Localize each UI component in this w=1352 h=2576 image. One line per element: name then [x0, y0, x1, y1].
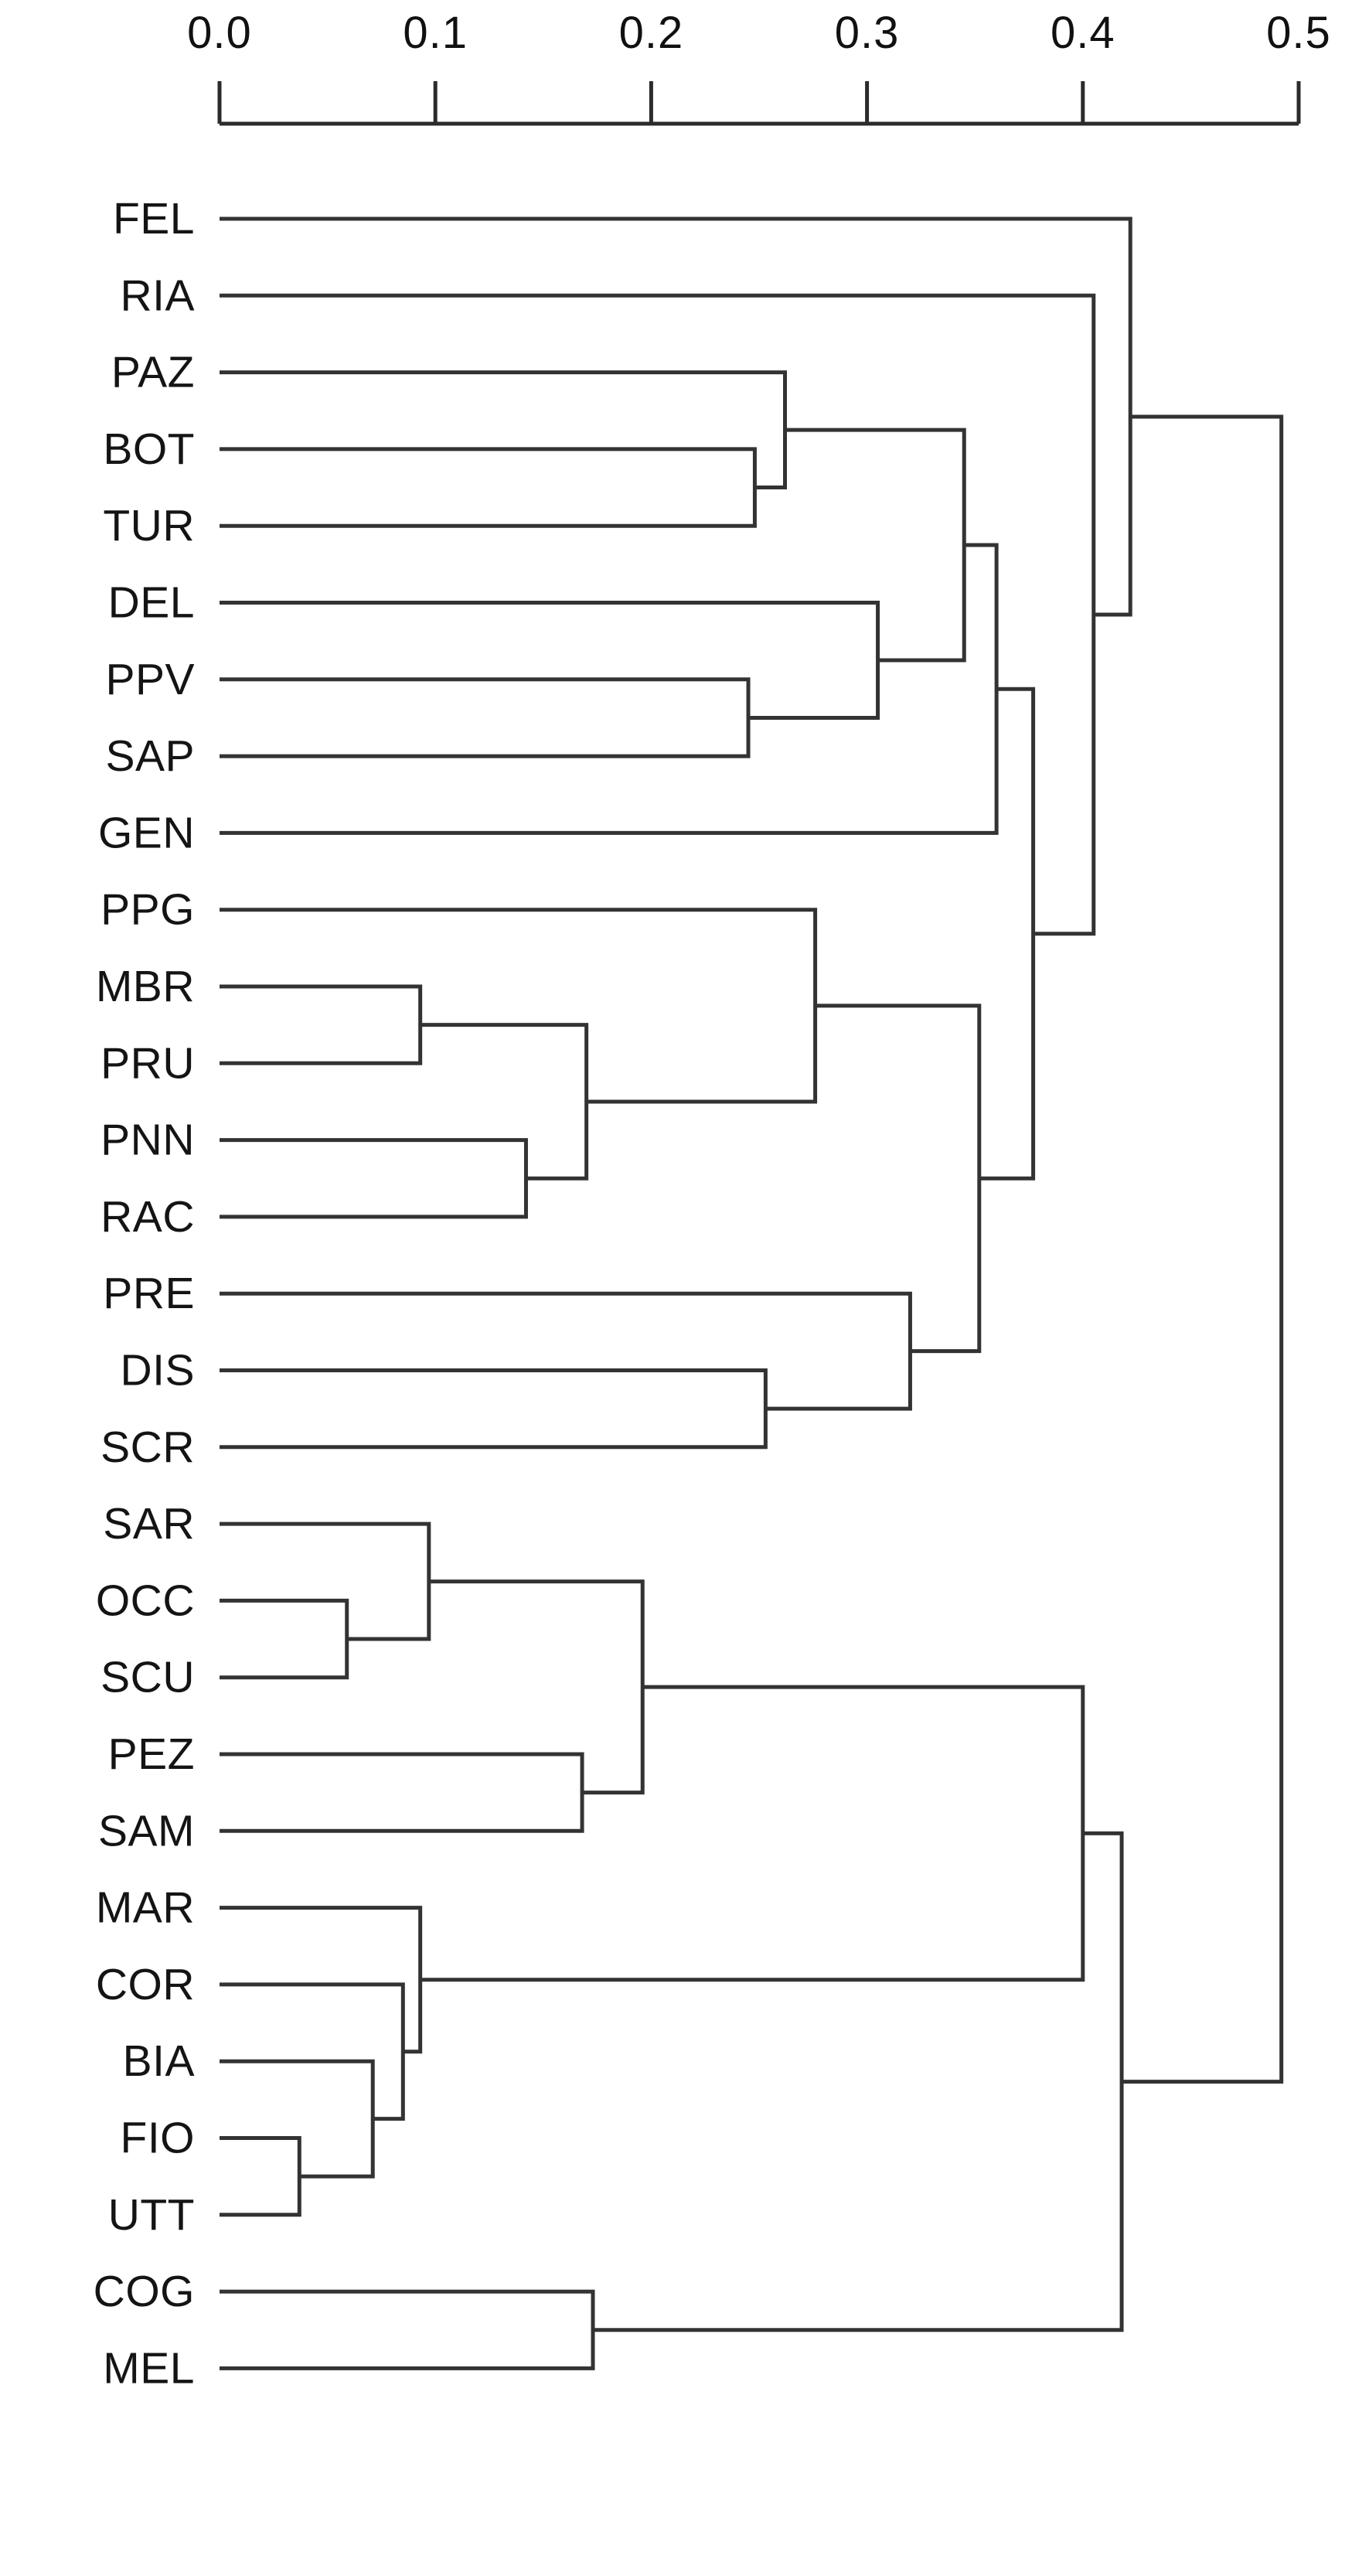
leaf-label: PAZ [111, 348, 195, 397]
axis-tick-label: 0.3 [835, 8, 900, 58]
dendrogram-link [220, 1906, 423, 2054]
dendrogram-link [220, 1982, 405, 2121]
leaf-label: UTT [108, 2190, 195, 2240]
leaf-label: TUR [103, 501, 195, 550]
dendrogram-link [420, 1023, 589, 1181]
leaf-label: MEL [103, 2343, 195, 2393]
leaf-label: MBR [96, 962, 195, 1011]
leaf-label: COG [94, 2267, 195, 2316]
dendrogram-link [220, 908, 818, 1104]
dendrogram-link [428, 1579, 645, 1795]
dendrogram-link [1122, 414, 1284, 2084]
leaf-label: SAM [98, 1806, 195, 1855]
leaf-label: PRU [100, 1038, 195, 1088]
leaf-label: SAR [103, 1499, 195, 1549]
dendrogram-link [220, 447, 757, 528]
leaf-label: FEL [113, 194, 195, 244]
dendrogram-link [220, 1598, 349, 1680]
dendrogram-links [220, 216, 1284, 2370]
leaf-label: FIO [121, 2114, 196, 2163]
leaf-label: PPG [100, 885, 195, 935]
dendrogram-link [220, 543, 999, 835]
dendrogram-link [220, 1368, 768, 1450]
leaf-label: RAC [100, 1192, 195, 1242]
dendrogram-link [220, 216, 1132, 617]
leaf-label: BIA [123, 2036, 195, 2086]
dendrogram-link [220, 2059, 375, 2179]
dendrogram-link [593, 1831, 1124, 2332]
leaf-label: SCR [100, 1423, 195, 1472]
dendrogram-link [220, 2289, 595, 2370]
dendrogram-link [220, 370, 787, 490]
dendrogram-link [220, 601, 880, 720]
leaf-label: DIS [120, 1346, 195, 1395]
leaf-label: OCC [96, 1576, 195, 1625]
distance-axis: 0.0 0.1 0.2 0.3 0.4 0.5 [187, 8, 1331, 126]
axis-tick-label: 0.1 [403, 8, 468, 58]
dendrogram-link [815, 1003, 982, 1354]
axis-tick-label: 0.0 [187, 8, 252, 58]
leaf-label: DEL [108, 578, 195, 628]
dendrogram-link [220, 1752, 584, 1833]
leaf-label: SCU [100, 1653, 195, 1702]
leaf-label: BOT [103, 424, 195, 474]
leaf-label: PNN [100, 1116, 195, 1165]
leaf-label: PPV [105, 655, 195, 704]
leaf-label: MAR [96, 1883, 195, 1933]
dendrogram-link [220, 2136, 301, 2217]
dendrogram-link [220, 1291, 912, 1411]
axis-tick-label: 0.5 [1266, 8, 1331, 58]
leaf-labels: FEL RIA PAZ BOT TUR DEL PPV SAP GEN PPG MBR PRU PNN R… [94, 194, 195, 2393]
leaf-label: PRE [103, 1269, 195, 1318]
dendrogram-link [220, 1521, 431, 1641]
leaf-label: SAP [105, 731, 195, 781]
leaf-label: GEN [98, 808, 195, 857]
leaf-label: COR [96, 1960, 195, 2009]
axis-tick-label: 0.4 [1051, 8, 1115, 58]
leaf-label: PEZ [108, 1729, 195, 1779]
dendrogram-link [220, 677, 751, 758]
dendrogram-link [979, 687, 1036, 1181]
dendrogram-link [220, 984, 423, 1065]
dendrogram-link [785, 428, 966, 663]
dendrogram-link [220, 1138, 528, 1219]
leaf-label: RIA [120, 271, 195, 320]
axis-tick-label: 0.2 [619, 8, 684, 58]
dendrogram-link [420, 1685, 1085, 1982]
